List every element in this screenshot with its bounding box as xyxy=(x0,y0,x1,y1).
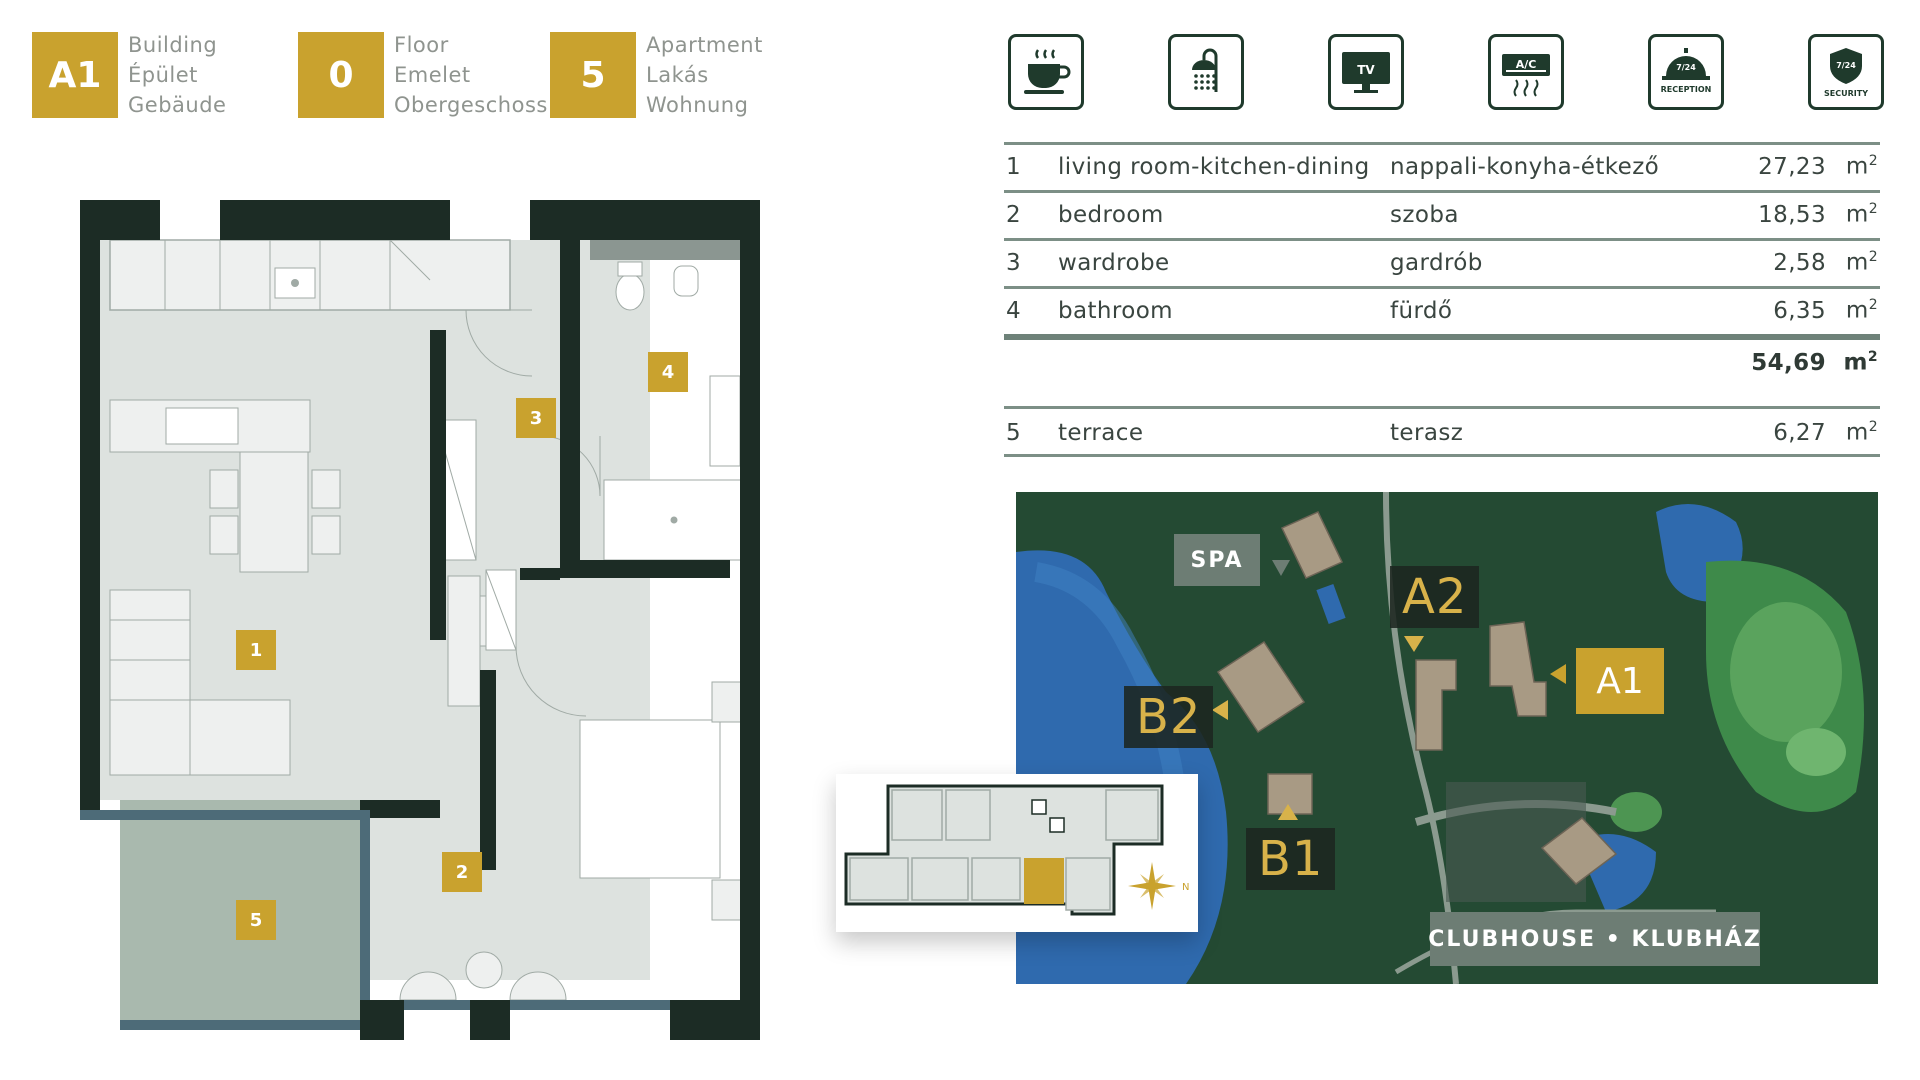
tv-icon: TV xyxy=(1328,34,1404,110)
room-marker-wardrobe: 3 xyxy=(516,398,556,438)
security-label: SECURITY xyxy=(1824,89,1868,98)
tv-label: TV xyxy=(1357,63,1375,77)
room-number: 5 xyxy=(1006,420,1022,446)
apartment-labels: Apartment Lakás Wohnung xyxy=(646,30,836,120)
total-row: 54,69 m2 xyxy=(1004,340,1880,386)
row-rule xyxy=(1004,286,1880,289)
air-conditioning-icon: A/C xyxy=(1488,34,1564,110)
room-number: 1 xyxy=(1006,154,1022,180)
row-rule xyxy=(1004,238,1880,241)
spa-label: SPA xyxy=(1174,534,1260,586)
room-name-hu: nappali-konyha-étkező xyxy=(1390,154,1660,180)
building-label-hu: Épület xyxy=(128,63,198,87)
room-name-hu: terasz xyxy=(1390,420,1464,446)
compass-north-letter: N xyxy=(1182,882,1189,893)
area-unit: m2 xyxy=(1845,297,1878,324)
room-name-en: wardrobe xyxy=(1058,250,1170,276)
room-name-hu: fürdő xyxy=(1390,298,1453,324)
reception-label: RECEPTION xyxy=(1661,85,1712,94)
area-unit: m2 xyxy=(1845,201,1878,228)
apartment-label-de: Wohnung xyxy=(646,93,749,117)
room-area: 27,23 xyxy=(1758,154,1826,180)
room-area: 18,53 xyxy=(1758,202,1826,228)
reception-bell-icon: 7/24 RECEPTION xyxy=(1648,34,1724,110)
room-number: 2 xyxy=(1006,202,1022,228)
terrace-row: 5 terrace terasz 6,27 m2 xyxy=(1004,410,1880,456)
building-b1-label: B1 xyxy=(1246,828,1336,890)
clubhouse-label: CLUBHOUSE • KLUBHÁZ xyxy=(1428,912,1760,966)
apartment-label-en: Apartment xyxy=(646,33,763,57)
area-unit: m2 xyxy=(1845,419,1878,446)
room-marker-terrace: 5 xyxy=(236,900,276,940)
room-name-hu: gardrób xyxy=(1390,250,1483,276)
room-marker-bathroom: 4 xyxy=(648,352,688,392)
room-marker-living: 1 xyxy=(236,630,276,670)
terrace-top-rule xyxy=(1004,406,1880,409)
room-name-en: bedroom xyxy=(1058,202,1164,228)
room-area: 6,35 xyxy=(1773,298,1826,324)
table-row: 3 wardrobe gardrób 2,58 m2 xyxy=(1004,240,1880,286)
area-unit: m2 xyxy=(1845,249,1878,276)
floor-code-badge: 0 xyxy=(298,32,384,118)
building-b2-label: B2 xyxy=(1124,686,1214,748)
security-hours: 7/24 xyxy=(1836,61,1856,70)
apartment-label-hu: Lakás xyxy=(646,63,709,87)
table-row: 2 bedroom szoba 18,53 m2 xyxy=(1004,192,1880,238)
area-unit: m2 xyxy=(1845,153,1878,180)
building-code-badge: A1 xyxy=(32,32,118,118)
table-row: 1 living room-kitchen-dining nappali-kon… xyxy=(1004,144,1880,190)
building-a1-label: A1 xyxy=(1576,648,1664,714)
building-label-de: Gebäude xyxy=(128,93,227,117)
building-label-en: Building xyxy=(128,33,218,57)
floor-label-hu: Emelet xyxy=(394,63,471,87)
floor-label-de: Obergeschoss xyxy=(394,93,548,117)
total-area: 54,69 xyxy=(1751,350,1826,376)
room-name-en: living room-kitchen-dining xyxy=(1058,154,1370,180)
security-shield-icon: 7/24 SECURITY xyxy=(1808,34,1884,110)
room-name-hu: szoba xyxy=(1390,202,1459,228)
floor-labels: Floor Emelet Obergeschoss xyxy=(394,30,584,120)
shower-icon xyxy=(1168,34,1244,110)
room-number: 3 xyxy=(1006,250,1022,276)
area-unit: m2 xyxy=(1843,349,1878,376)
building-labels: Building Épület Gebäude xyxy=(128,30,318,120)
building-a2-label: A2 xyxy=(1390,566,1480,628)
table-bottom-rule xyxy=(1004,454,1880,457)
room-name-en: terrace xyxy=(1058,420,1144,446)
table-top-rule xyxy=(1004,142,1880,145)
room-area: 2,58 xyxy=(1773,250,1826,276)
total-rule xyxy=(1004,334,1880,340)
floor-label-en: Floor xyxy=(394,33,449,57)
room-number: 4 xyxy=(1006,298,1022,324)
reception-hours: 7/24 xyxy=(1676,63,1696,72)
room-name-en: bathroom xyxy=(1058,298,1173,324)
coffee-cup-icon xyxy=(1008,34,1084,110)
floor-key-plan: N xyxy=(836,774,1198,932)
apartment-floor-plan: 1 2 3 4 5 xyxy=(70,200,830,1050)
ac-label: A/C xyxy=(1516,58,1537,71)
room-area: 6,27 xyxy=(1773,420,1826,446)
apartment-code-badge: 5 xyxy=(550,32,636,118)
room-marker-bedroom: 2 xyxy=(442,852,482,892)
table-row: 4 bathroom fürdő 6,35 m2 xyxy=(1004,288,1880,334)
row-rule xyxy=(1004,190,1880,193)
